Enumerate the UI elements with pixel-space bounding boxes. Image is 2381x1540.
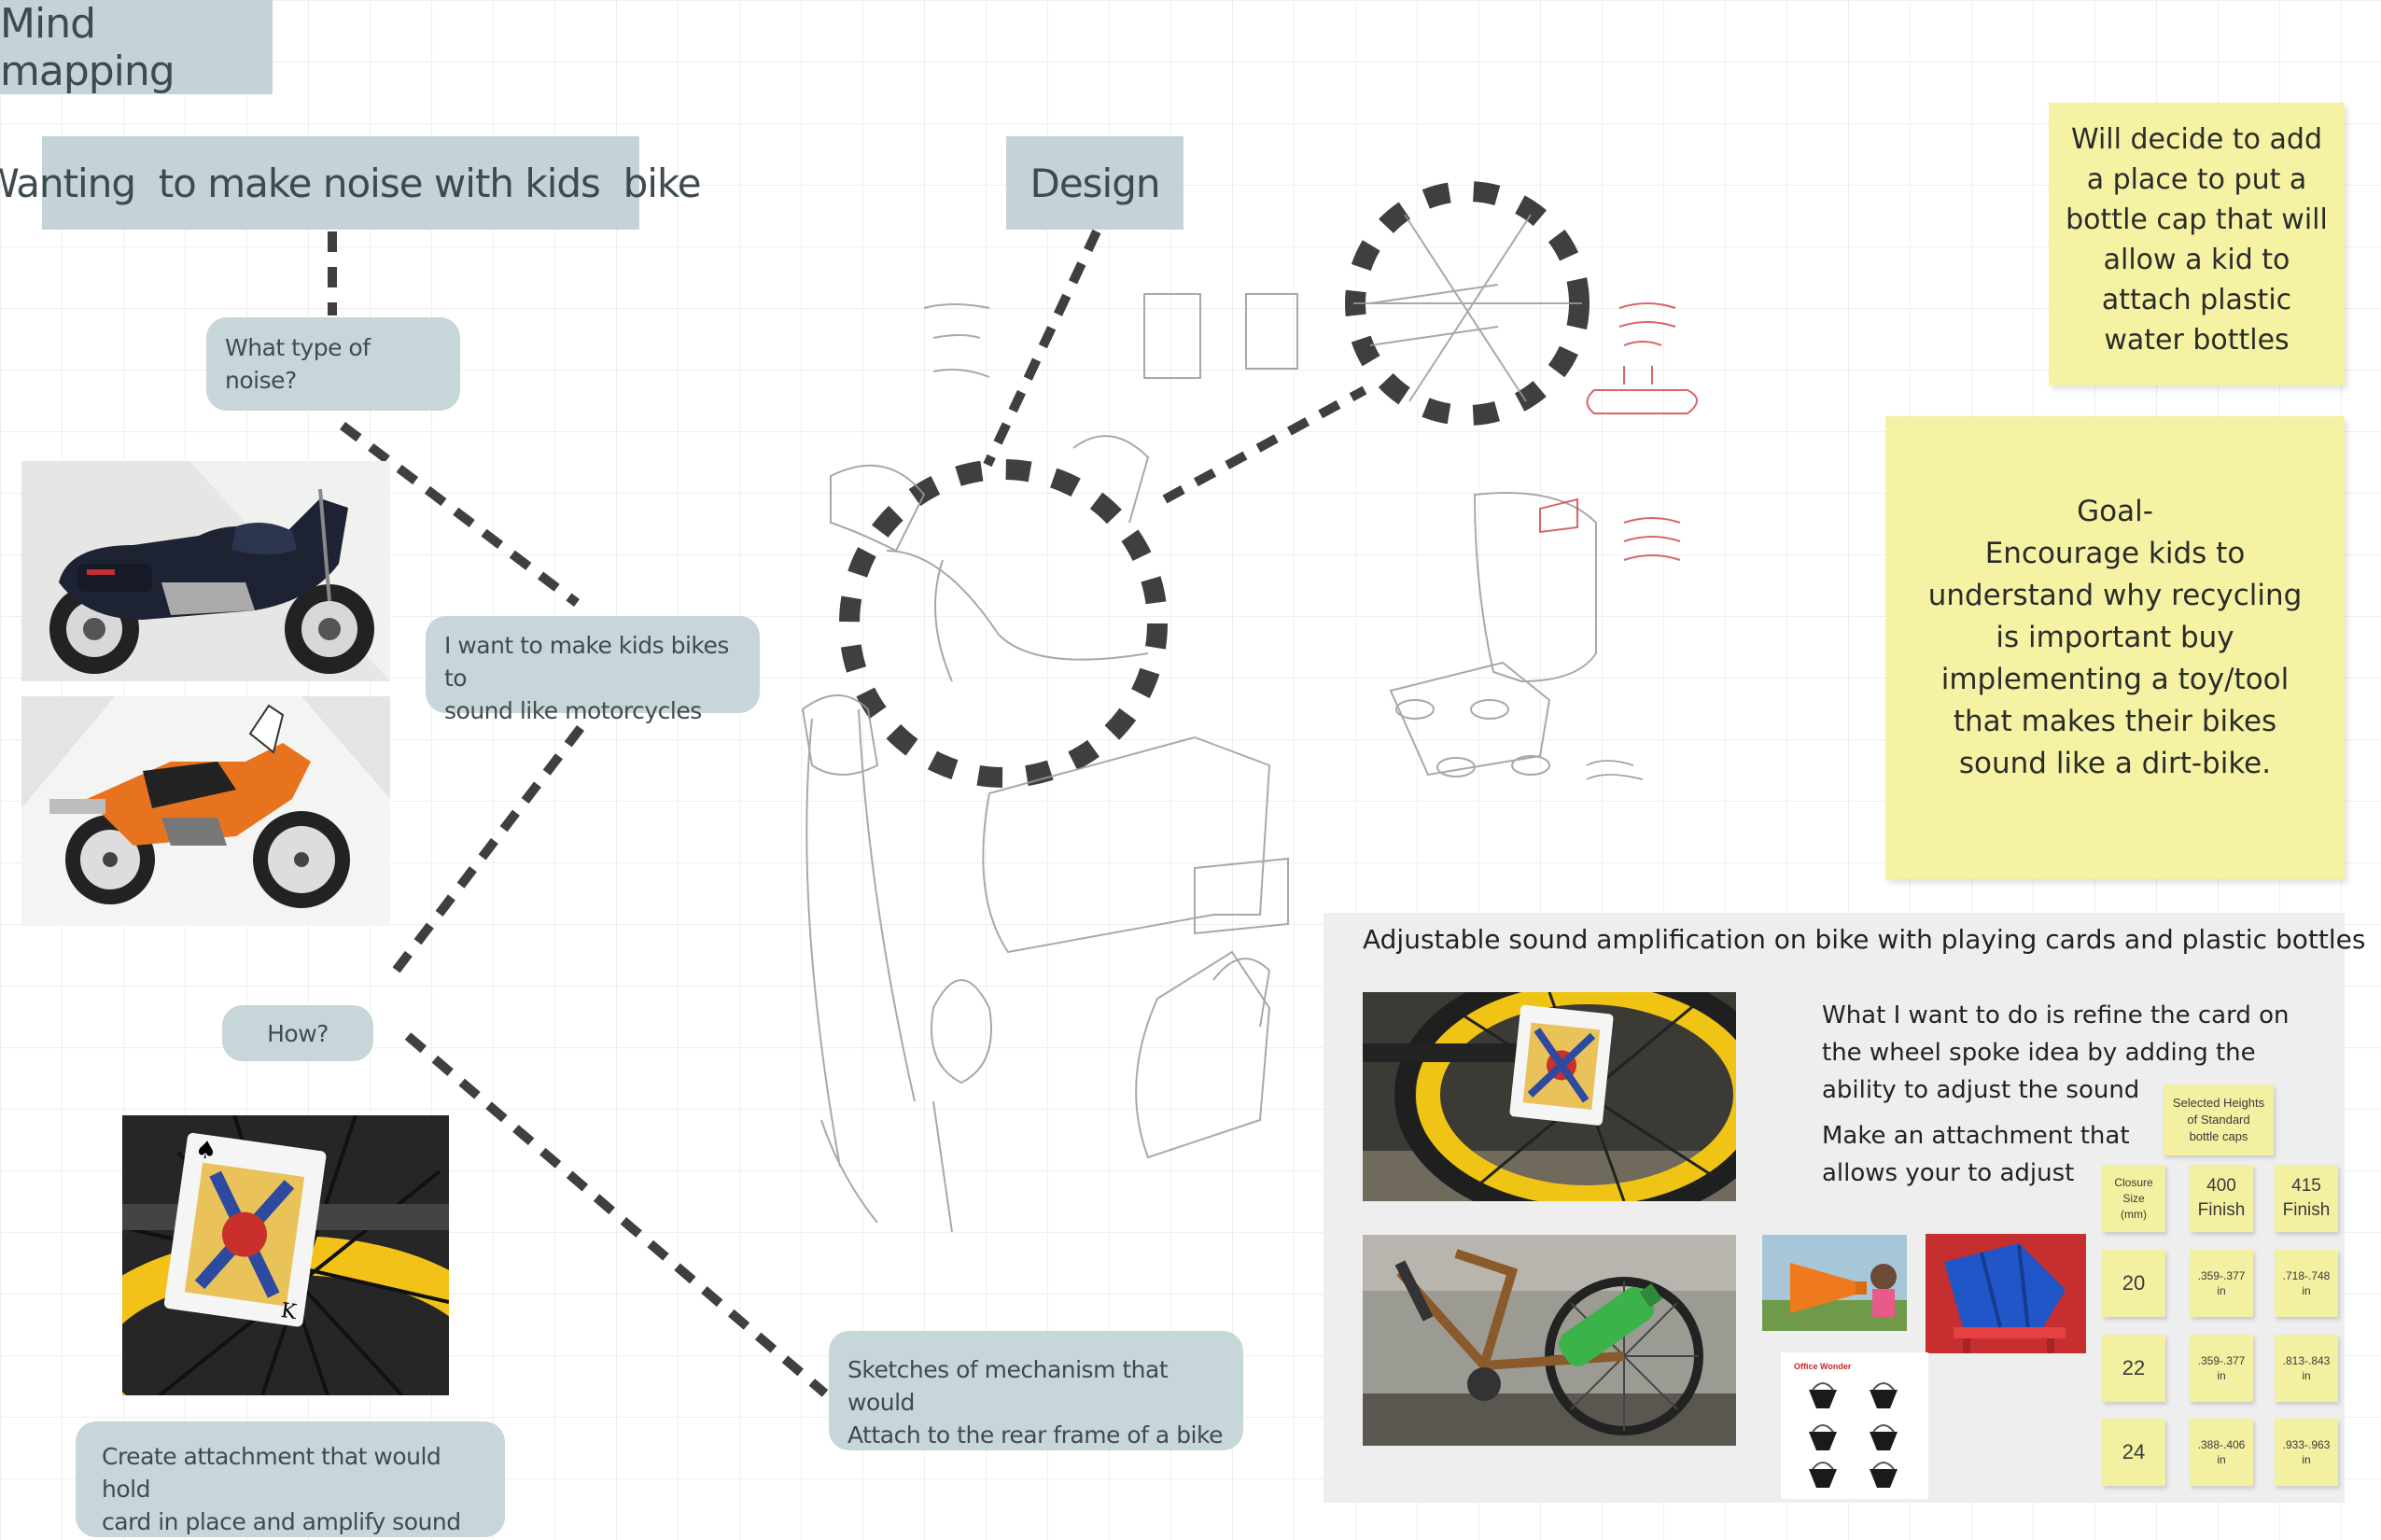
table-title-sticky[interactable]: Selected Heights of Standard bottle caps bbox=[2164, 1085, 2274, 1155]
sticky-decision[interactable]: Will decide to add a place to put a bott… bbox=[2049, 103, 2345, 385]
refine-line-2: the wheel spoke idea by adding the bbox=[1822, 1039, 2256, 1067]
connector-noise-goal bbox=[339, 422, 581, 607]
row-400-sticky[interactable]: .359-.377 in bbox=[2190, 1335, 2253, 1402]
touring-motorcycle-photo bbox=[21, 461, 390, 681]
table-title-line-2: of Standard bbox=[2187, 1113, 2250, 1127]
row-415-sticky[interactable]: .718-.748 in bbox=[2275, 1250, 2338, 1317]
blue-horn-photo bbox=[1926, 1234, 2086, 1353]
row-400-value: .359-.377 bbox=[2197, 1269, 2246, 1282]
card-spoke-photo bbox=[1363, 992, 1736, 1201]
sticky-goal-line-2: Encourage kids to bbox=[1984, 537, 2246, 570]
col-400-line-2: Finish bbox=[2197, 1200, 2246, 1220]
megaphone-photo bbox=[1762, 1235, 1907, 1331]
bubble-goal-line2: sound like motorcycles bbox=[444, 697, 702, 724]
col-400-sticky[interactable]: 400 Finish bbox=[2190, 1165, 2253, 1232]
col-closure-sticky[interactable]: Closure Size (mm) bbox=[2102, 1165, 2165, 1232]
row-400-unit: in bbox=[2217, 1369, 2226, 1382]
bubble-goal[interactable]: I want to make kids bikes to sound like … bbox=[426, 616, 760, 724]
col-400-line-1: 400 bbox=[2206, 1176, 2236, 1196]
bubble-how-text: How? bbox=[267, 1019, 329, 1047]
sticky-goal-line-6: that makes their bikes bbox=[1953, 705, 2277, 738]
bubble-sketches-line2: Attach to the rear frame of a bike bbox=[847, 1421, 1223, 1449]
row-400-sticky[interactable]: .359-.377 in bbox=[2190, 1250, 2253, 1317]
attachment-line-1: Make an attachment that bbox=[1822, 1122, 2130, 1150]
col-closure-line-3: (mm) bbox=[2121, 1207, 2147, 1221]
clip-brand-label: Office Wonder bbox=[1794, 1362, 1852, 1371]
board-title: Mind mapping bbox=[0, 0, 273, 95]
row-400-value: .359-.377 bbox=[2197, 1354, 2246, 1367]
bubble-attachment-line1: Create attachment that would hold bbox=[102, 1443, 441, 1503]
central-topic-text: Wanting to make noise with kids bike bbox=[0, 160, 702, 206]
sticky-goal[interactable]: Goal- Encourage kids to understand why r… bbox=[1885, 416, 2345, 879]
svg-text:♠: ♠ bbox=[193, 1136, 218, 1167]
board-title-text: Mind mapping bbox=[0, 0, 175, 95]
connector-circle-wheel bbox=[1162, 385, 1367, 504]
row-415-sticky[interactable]: .933-.963 in bbox=[2275, 1419, 2338, 1486]
sticky-decision-line-2: a place to put a bbox=[2086, 163, 2307, 196]
bubble-goal-line1: I want to make kids bikes to bbox=[444, 632, 729, 692]
row-size-text: 22 bbox=[2122, 1356, 2146, 1379]
col-415-line-2: Finish bbox=[2282, 1200, 2331, 1220]
central-topic[interactable]: Wanting to make noise with kids bike bbox=[0, 136, 702, 230]
row-415-unit: in bbox=[2302, 1284, 2311, 1297]
col-closure-line-2: Size bbox=[2122, 1191, 2145, 1205]
sticky-decision-line-1: Will decide to add bbox=[2070, 123, 2323, 156]
col-415-line-1: 415 bbox=[2291, 1176, 2321, 1196]
refine-line-3: ability to adjust the sound bbox=[1822, 1076, 2140, 1104]
sticky-decision-line-6: water bottles bbox=[2104, 324, 2290, 357]
row-400-unit: in bbox=[2217, 1284, 2226, 1297]
row-size-sticky[interactable]: 24 bbox=[2102, 1419, 2165, 1486]
attachment-line-2: allows your to adjust bbox=[1822, 1159, 2075, 1187]
col-415-sticky[interactable]: 415 Finish bbox=[2275, 1165, 2338, 1232]
sticky-goal-line-5: implementing a toy/tool bbox=[1940, 663, 2290, 696]
row-415-unit: in bbox=[2302, 1369, 2311, 1382]
row-400-unit: in bbox=[2217, 1453, 2226, 1466]
mechanism-highlight-circle bbox=[839, 459, 1168, 788]
bubble-noise-type-text: What type of noise? bbox=[225, 334, 371, 394]
sticky-decision-line-4: allow a kid to bbox=[2103, 244, 2290, 276]
design-header-text: Design bbox=[1029, 160, 1160, 206]
row-size-sticky[interactable]: 20 bbox=[2102, 1250, 2165, 1317]
refine-text: What I want to do is refine the card on … bbox=[1822, 997, 2290, 1109]
attachment-text: Make an attachment that allows your to a… bbox=[1822, 1117, 2130, 1192]
sticky-goal-line-7: sound like a dirt-bike. bbox=[1958, 747, 2272, 780]
dirt-bike-photo bbox=[21, 696, 390, 926]
bubble-sketches[interactable]: Sketches of mechanism that would Attach … bbox=[829, 1331, 1243, 1450]
design-header[interactable]: Design bbox=[1006, 136, 1183, 230]
bike-bottle-photo bbox=[1363, 1235, 1736, 1446]
svg-text:K: K bbox=[279, 1299, 298, 1324]
table-title-line-1: Selected Heights bbox=[2172, 1096, 2265, 1110]
row-415-value: .933-.963 bbox=[2282, 1438, 2331, 1451]
sticky-goal-line-1: Goal- bbox=[2077, 495, 2153, 528]
row-size-text: 24 bbox=[2122, 1440, 2146, 1463]
bubble-attachment-line2: card in place and amplify sound bbox=[102, 1508, 461, 1535]
row-415-sticky[interactable]: .813-.843 in bbox=[2275, 1335, 2338, 1402]
row-size-text: 20 bbox=[2122, 1271, 2146, 1295]
sticky-goal-line-3: understand why recycling bbox=[1927, 579, 2303, 612]
col-closure-line-1: Closure bbox=[2114, 1175, 2153, 1189]
row-415-value: .718-.748 bbox=[2282, 1269, 2331, 1282]
connector-how-sketch bbox=[404, 1032, 829, 1397]
row-size-sticky[interactable]: 22 bbox=[2102, 1335, 2165, 1402]
bubble-sketches-line1: Sketches of mechanism that would bbox=[847, 1356, 1169, 1416]
sticky-goal-line-4: is important buy bbox=[1996, 621, 2234, 654]
bubble-how[interactable]: How? bbox=[222, 1005, 373, 1061]
refine-line-1: What I want to do is refine the card on bbox=[1822, 1001, 2290, 1029]
card-on-wheel-photo: ♠ K bbox=[122, 1115, 449, 1395]
bubble-attachment[interactable]: Create attachment that would hold card i… bbox=[76, 1421, 505, 1537]
row-415-unit: in bbox=[2302, 1453, 2311, 1466]
connector-goal-how bbox=[386, 724, 584, 982]
binder-clips-photo: Office Wonder bbox=[1781, 1352, 1928, 1499]
panel-title: Adjustable sound amplification on bike w… bbox=[1363, 924, 2366, 955]
sticky-decision-line-5: attach plastic bbox=[2101, 284, 2292, 316]
row-415-value: .813-.843 bbox=[2282, 1354, 2331, 1367]
table-title-line-3: bottle caps bbox=[2189, 1129, 2248, 1143]
row-400-value: .388-.406 bbox=[2197, 1438, 2246, 1451]
bubble-noise-type[interactable]: What type of noise? bbox=[206, 317, 460, 411]
sticky-decision-line-3: bottle cap that will bbox=[2066, 203, 2328, 236]
connector-design-circle bbox=[983, 229, 1101, 468]
row-400-sticky[interactable]: .388-.406 in bbox=[2190, 1419, 2253, 1486]
